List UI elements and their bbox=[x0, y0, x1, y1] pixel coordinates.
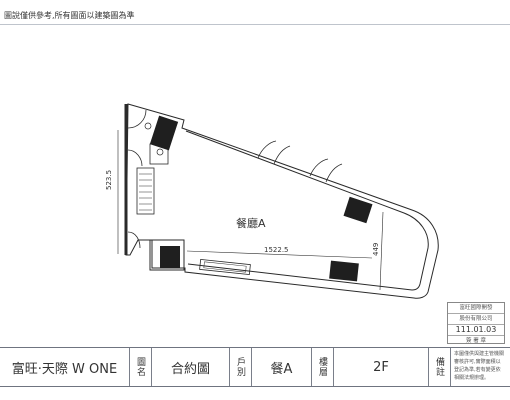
remarks-line: 本圖僅供與建主管機關 bbox=[454, 351, 505, 357]
unit-label: 戶別 bbox=[235, 357, 245, 377]
approval-stamp: 富旺國際開發 股份有限公司 111.01.03 簽 署 章 bbox=[447, 302, 505, 344]
lower-room bbox=[149, 239, 185, 271]
stair-block bbox=[136, 167, 155, 215]
remarks-label-cell: 備註 bbox=[429, 348, 451, 386]
dimension-line-short bbox=[379, 211, 384, 291]
column-block bbox=[343, 196, 373, 224]
sink-fixture bbox=[144, 122, 152, 130]
floor-label-cell: 樓層 bbox=[312, 348, 334, 386]
title-block: 富旺·天際 W ONE 圖名 合約圖 戶別 餐A 樓層 2F 備註 本圖僅供與建… bbox=[0, 347, 510, 387]
door-arc bbox=[325, 163, 343, 183]
drawing-name-label-cell: 圖名 bbox=[130, 348, 152, 386]
floor-cell: 2F bbox=[334, 348, 429, 386]
dimension-short: 449 bbox=[372, 242, 380, 256]
drawing-name-label: 圖名 bbox=[135, 357, 145, 377]
floor-name: 2F bbox=[373, 359, 389, 375]
front-window-inner bbox=[203, 261, 247, 273]
remarks-cell: 本圖僅供與建主管機關 審核許可,實際面積以 登記為準,若有變更依 相關法規辦理。 bbox=[451, 348, 510, 386]
remarks-label: 備註 bbox=[434, 357, 444, 377]
stair-treads bbox=[139, 173, 152, 211]
column-block bbox=[329, 260, 359, 282]
door-arc bbox=[273, 145, 291, 165]
unit-name: 餐A bbox=[270, 361, 293, 377]
stamp-date: 111.01.03 bbox=[448, 325, 504, 336]
stamp-line-company: 富旺國際開發 bbox=[448, 303, 504, 314]
door-arc bbox=[257, 140, 277, 159]
remarks-line: 相關法規辦理。 bbox=[454, 375, 490, 381]
project-name: 富旺·天際 W ONE bbox=[11, 361, 118, 377]
dimension-height: 523.5 bbox=[105, 169, 113, 190]
disclaimer-note: 圖說僅供參考,所有圖面以建築圖為準 bbox=[4, 11, 135, 20]
remarks-line: 審核許可,實際面積以 bbox=[454, 359, 501, 365]
column-block bbox=[149, 115, 179, 151]
stamp-signature-label: 簽 署 章 bbox=[466, 338, 486, 344]
header-rule bbox=[0, 24, 510, 25]
door-arc bbox=[127, 109, 147, 129]
room-label: 餐廳A bbox=[236, 217, 266, 230]
door-arc bbox=[127, 149, 143, 167]
remarks-line: 登記為準,若有變更依 bbox=[454, 367, 501, 373]
front-window bbox=[199, 258, 251, 276]
door-arc bbox=[127, 231, 141, 249]
column-block bbox=[160, 246, 180, 268]
floor-label: 樓層 bbox=[317, 357, 327, 377]
drawing-name-cell: 合約圖 bbox=[152, 348, 230, 386]
unit-label-cell: 戶別 bbox=[230, 348, 252, 386]
dimension-line-width bbox=[186, 250, 373, 259]
toilet-fixture bbox=[156, 148, 164, 156]
door-arc bbox=[309, 158, 329, 177]
stamp-line-company2: 股份有限公司 bbox=[448, 314, 504, 325]
plan-inner-wall bbox=[185, 130, 429, 291]
title-project-cell: 富旺·天際 W ONE bbox=[0, 348, 130, 386]
unit-cell: 餐A bbox=[252, 348, 312, 386]
dimension-width: 1522.5 bbox=[264, 246, 289, 254]
drawing-name: 合約圖 bbox=[170, 361, 210, 377]
